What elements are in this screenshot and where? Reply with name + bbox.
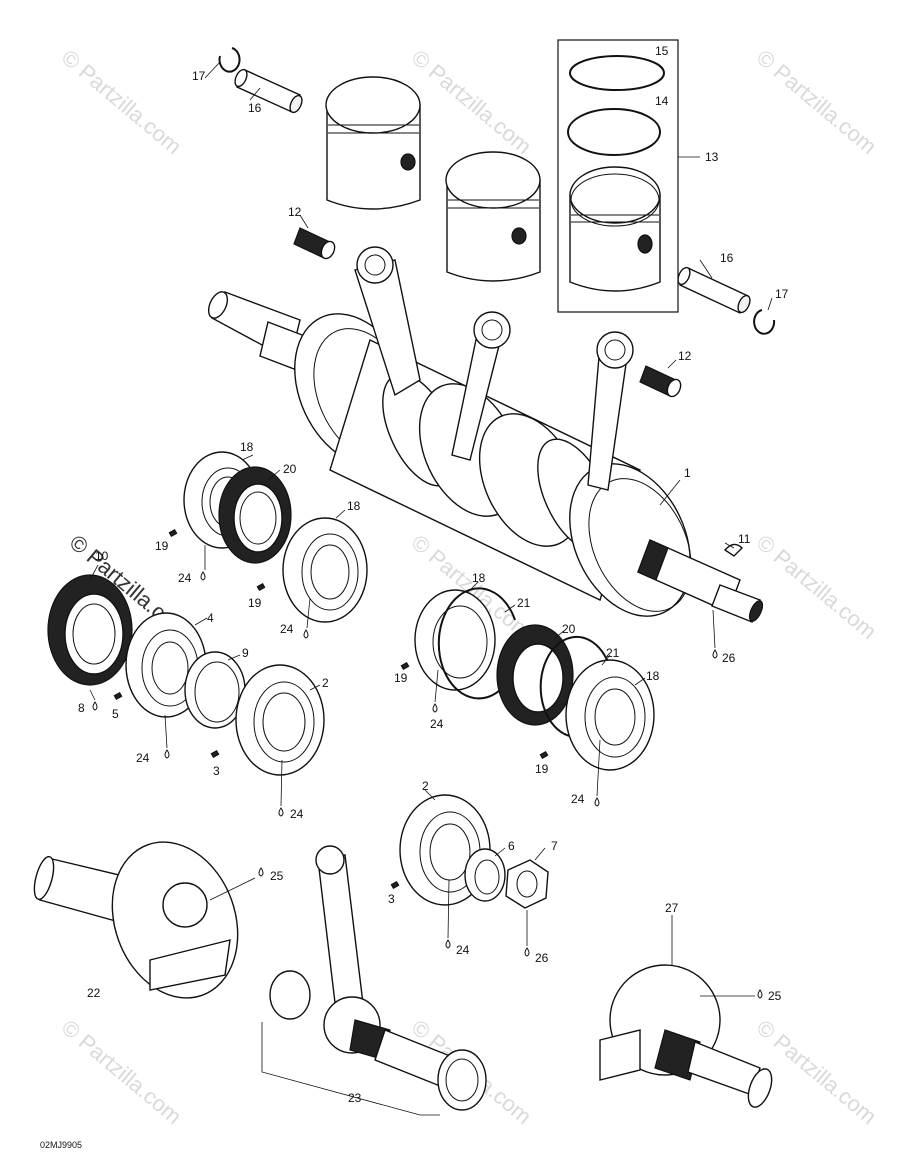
callout-label: 20 xyxy=(562,622,576,636)
woodruff-key-11 xyxy=(723,543,743,557)
dowel-pin-5 xyxy=(113,691,123,701)
callout-label: 18 xyxy=(472,571,486,585)
wrist-pin-16-left xyxy=(234,68,303,114)
image-code: 02MJ9905 xyxy=(40,1140,82,1150)
callout-label: 25 xyxy=(270,869,284,883)
dowel-pin-19 xyxy=(168,528,178,538)
piston-kit-box xyxy=(557,39,679,313)
callout-label: 4 xyxy=(207,611,214,625)
callout-label: 9 xyxy=(242,646,249,660)
watermark: © Partzilla.com xyxy=(752,530,882,644)
bearing-18-middle xyxy=(282,517,368,623)
callout-label: 24 xyxy=(430,717,444,731)
crankshaft-half-22 xyxy=(33,841,239,999)
callout-label: 15 xyxy=(655,44,669,58)
callout-labels: 17 16 12 15 14 13 16 17 12 1 11 26 18 20… xyxy=(78,44,789,1105)
ring-9 xyxy=(184,651,246,729)
bearing-2-left xyxy=(235,664,325,776)
callout-label: 1 xyxy=(684,466,691,480)
callout-label: 19 xyxy=(535,762,549,776)
callout-label: 24 xyxy=(136,751,150,765)
piston-in-kit xyxy=(569,166,661,292)
dowel-pin-19 xyxy=(539,750,549,760)
callout-label: 23 xyxy=(348,1091,362,1105)
oil-drops xyxy=(92,571,763,999)
callout-label: 11 xyxy=(738,532,751,546)
callout-label: 24 xyxy=(290,807,304,821)
watermark: © Partzilla.com xyxy=(407,45,537,159)
wrist-pin-16-right xyxy=(677,266,751,314)
dowel-pin-3 xyxy=(210,749,220,759)
piston-ring-14 xyxy=(567,108,661,156)
callout-label: 16 xyxy=(248,101,262,115)
callout-label: 6 xyxy=(508,839,515,853)
dowel-pin-19 xyxy=(400,661,410,671)
callout-label: 22 xyxy=(87,986,101,1000)
piston-left xyxy=(325,76,421,210)
callout-label: 24 xyxy=(571,792,585,806)
callout-label: 12 xyxy=(288,205,302,219)
callout-label: 25 xyxy=(768,989,782,1003)
callout-label: 3 xyxy=(213,764,220,778)
callout-label: 12 xyxy=(678,349,692,363)
callout-label: 19 xyxy=(248,596,262,610)
callout-label: 2 xyxy=(422,779,429,793)
dowel-pin-3 xyxy=(390,880,400,890)
dowel-pin-19 xyxy=(256,582,266,592)
callout-label: 19 xyxy=(394,671,408,685)
needle-bearing-12-upper xyxy=(293,227,336,260)
seal-20-center xyxy=(496,624,574,726)
callout-label: 24 xyxy=(178,571,192,585)
callout-label: 18 xyxy=(240,440,254,454)
watermark: © Partzilla.com xyxy=(752,45,882,159)
crankshaft-half-27 xyxy=(599,964,773,1108)
callout-label: 20 xyxy=(283,462,297,476)
connecting-rod-23 xyxy=(269,845,487,1111)
watermark: © Partzilla.com xyxy=(57,1015,187,1129)
callout-label: 10 xyxy=(95,549,109,563)
bracket-23 xyxy=(261,1022,440,1116)
callout-label: 26 xyxy=(535,951,549,965)
callout-label: 3 xyxy=(388,892,395,906)
needle-bearing-12-lower xyxy=(639,365,682,398)
callout-label: 21 xyxy=(606,646,620,660)
callout-label: 8 xyxy=(78,701,85,715)
callout-label: 18 xyxy=(347,499,361,513)
watermark: © Partzilla.com xyxy=(57,45,187,159)
seal-20-upper xyxy=(218,466,292,564)
callout-label: 14 xyxy=(655,94,669,108)
callout-label: 7 xyxy=(551,839,558,853)
callout-label: 17 xyxy=(192,69,206,83)
callout-label: 2 xyxy=(322,676,329,690)
crankshaft-assembly xyxy=(207,246,764,623)
leader-lines xyxy=(89,61,773,997)
callout-label: 18 xyxy=(646,669,660,683)
callout-label: 24 xyxy=(456,943,470,957)
piston-ring-15 xyxy=(569,55,665,91)
callout-label: 21 xyxy=(517,596,531,610)
piston-middle xyxy=(445,151,541,282)
callout-label: 16 xyxy=(720,251,734,265)
callout-label: 26 xyxy=(722,651,736,665)
watermark: © Partzilla.com xyxy=(752,1015,882,1129)
circlip-17-right xyxy=(753,309,776,335)
callout-label: 17 xyxy=(775,287,789,301)
callout-label: 27 xyxy=(665,901,679,915)
callout-label: 19 xyxy=(155,539,169,553)
bearing-18-right xyxy=(565,659,655,771)
seal-10 xyxy=(47,574,133,686)
washer-6 xyxy=(464,848,506,902)
bearing-18-center xyxy=(414,589,496,691)
circlip-17-left xyxy=(218,47,241,73)
callout-label: 5 xyxy=(112,707,119,721)
snap-ring-21-left xyxy=(437,587,516,700)
callout-label: 13 xyxy=(705,150,719,164)
nut-7 xyxy=(505,859,549,909)
callout-label: 24 xyxy=(280,622,294,636)
